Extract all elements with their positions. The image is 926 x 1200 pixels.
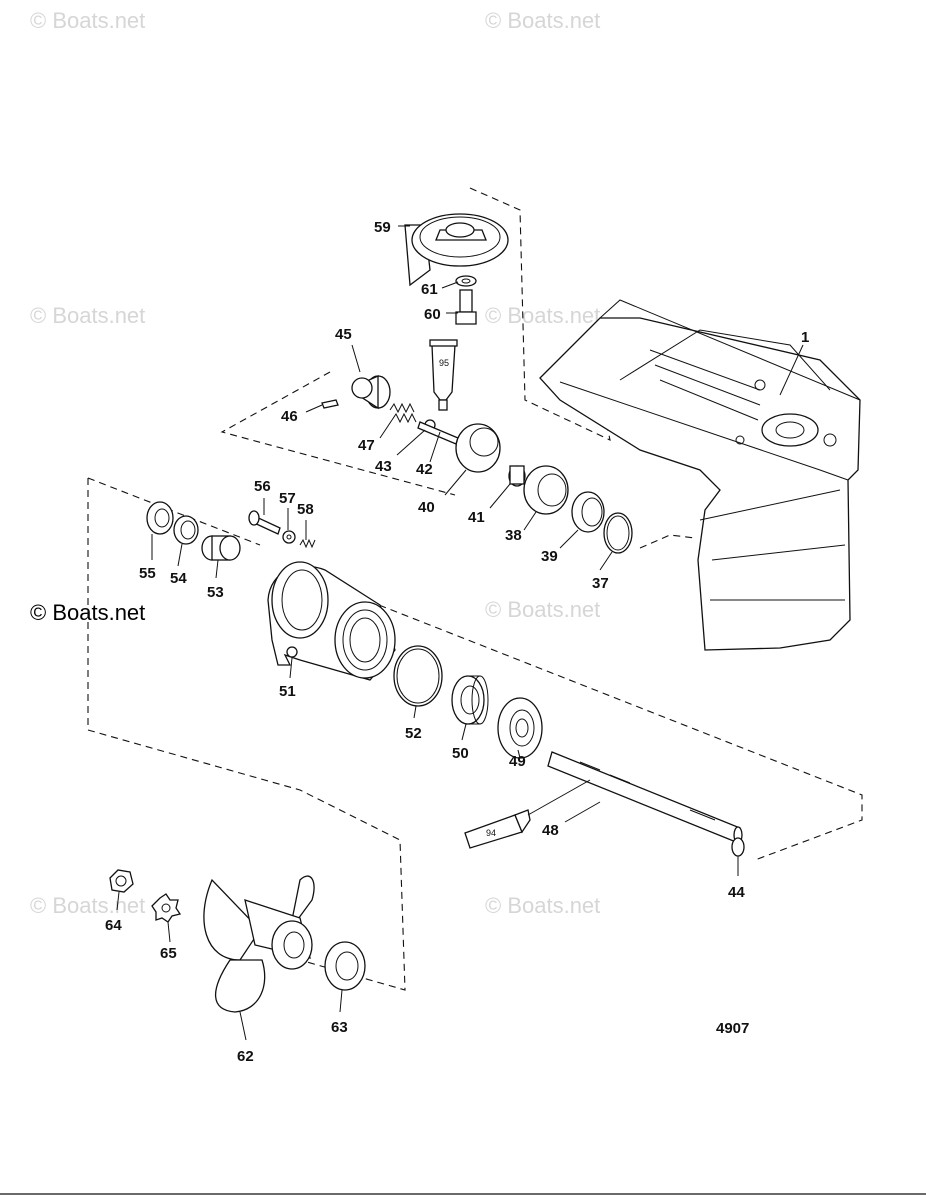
shift-rod-42	[417, 421, 459, 445]
gearcase-housing	[539, 299, 861, 651]
o-ring-52	[393, 645, 443, 707]
bearing-41	[508, 465, 526, 487]
seal-55	[146, 501, 174, 535]
callout-40: 40	[418, 499, 435, 516]
bearing-50	[451, 675, 489, 725]
bolt-60	[455, 289, 477, 325]
callout-53: 53	[207, 584, 224, 601]
watermark: © Boats.net	[485, 8, 600, 33]
washer-57	[282, 530, 296, 544]
tube-94-label: 94	[486, 828, 496, 838]
callout-44: 44	[728, 884, 745, 901]
dashed-outline-bearing-carrier	[87, 478, 406, 991]
callout-37: 37	[592, 575, 609, 592]
callout-45: 45	[335, 326, 352, 343]
bushing-45	[351, 374, 391, 410]
lubricant-tube-94: 94	[464, 809, 531, 849]
o-ring-37	[603, 512, 633, 554]
watermark: © Boats.net	[485, 893, 600, 918]
dashed-outline-carrier-top	[87, 477, 261, 546]
callout-39: 39	[541, 548, 558, 565]
diagram-reference-number: 4907	[716, 1020, 749, 1037]
callout-42: 42	[416, 461, 433, 478]
callout-60: 60	[424, 306, 441, 323]
watermark: © Boats.net	[30, 8, 145, 33]
callout-50: 50	[452, 745, 469, 762]
callout-57: 57	[279, 490, 296, 507]
callout-64: 64	[105, 917, 122, 934]
pin-46	[321, 399, 339, 409]
callout-65: 65	[160, 945, 177, 962]
race-38	[523, 465, 569, 515]
dashed-outline-water-pump	[469, 187, 611, 441]
spring-58	[299, 538, 316, 549]
callout-56: 56	[254, 478, 271, 495]
screw-56	[248, 510, 281, 535]
spring-47	[389, 402, 417, 424]
callout-51: 51	[279, 683, 296, 700]
seal-54	[173, 515, 199, 545]
tab-washer-65	[151, 893, 182, 923]
callout-43: 43	[375, 458, 392, 475]
callout-63: 63	[331, 1019, 348, 1036]
gear-49	[497, 697, 543, 759]
callout-52: 52	[405, 725, 422, 742]
callout-1: 1	[801, 329, 809, 346]
watermark: © Boats.net	[30, 303, 145, 328]
dashed-outline-shift	[220, 371, 456, 496]
callout-55: 55	[139, 565, 156, 582]
washer-61	[455, 275, 477, 287]
thrust-hub-63	[324, 941, 366, 991]
callout-49: 49	[509, 753, 526, 770]
propeller-shaft-48	[547, 751, 743, 844]
nut-64	[109, 869, 134, 893]
o-ring-44	[731, 837, 745, 857]
callout-46: 46	[281, 408, 298, 425]
callout-61: 61	[421, 281, 438, 298]
callout-58: 58	[297, 501, 314, 518]
bearing-carrier-51	[267, 561, 396, 681]
callout-62: 62	[237, 1048, 254, 1065]
propeller-62	[203, 875, 315, 1013]
callout-38: 38	[505, 527, 522, 544]
watermark: © Boats.net	[30, 893, 145, 918]
dashed-outline-housing	[639, 534, 696, 549]
lubricant-tube-95: 95	[429, 339, 458, 411]
callout-48: 48	[542, 822, 559, 839]
callout-41: 41	[468, 509, 485, 526]
gear-40	[455, 423, 501, 473]
tube-95-label: 95	[439, 358, 449, 368]
dashed-outline-shaft	[289, 569, 863, 861]
leader-lines	[116, 225, 804, 1041]
watermark: © Boats.net	[485, 303, 600, 328]
water-pump-impeller	[404, 213, 509, 287]
callout-47: 47	[358, 437, 375, 454]
watermark: © Boats.net	[485, 597, 600, 622]
callout-54: 54	[170, 570, 187, 587]
callout-59: 59	[374, 219, 391, 236]
bearing-53	[201, 535, 241, 561]
shim-39	[571, 491, 605, 533]
